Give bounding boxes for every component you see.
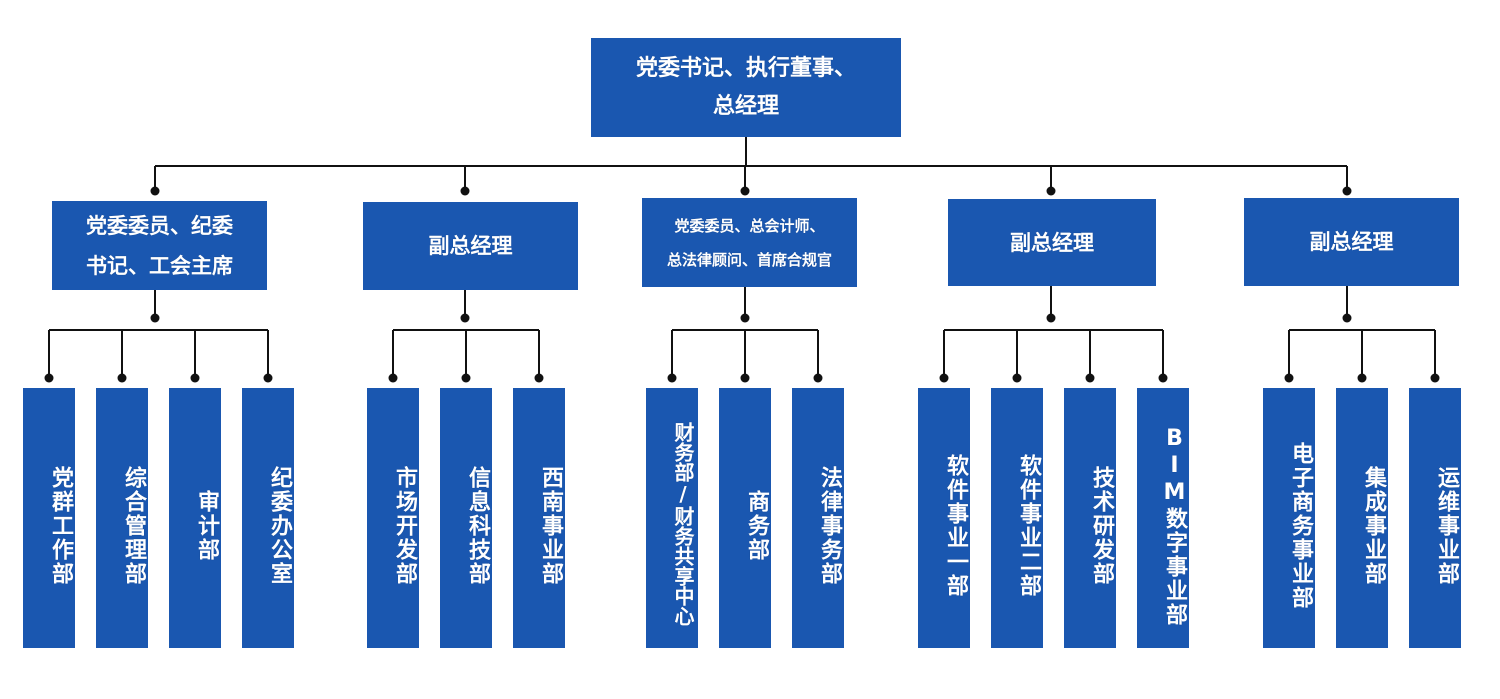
- group-5-stem-dot: [1342, 313, 1352, 323]
- group-3-connector-dot: [740, 186, 750, 196]
- group-3-stem-dot: [740, 313, 750, 323]
- dept-software-business-1: 软件事业一部: [918, 388, 970, 648]
- group-4-head: 副总经理: [948, 199, 1156, 286]
- group-5-dept-3-dot: [1430, 373, 1440, 383]
- group-4-dept-1-dot: [939, 373, 949, 383]
- group-2-dept-2-dot: [461, 373, 471, 383]
- group-5-connector-dot: [1342, 186, 1352, 196]
- group-5-head: 副总经理: [1244, 198, 1459, 286]
- group-2-head: 副总经理: [363, 202, 578, 290]
- dept-operations: 运维事业部: [1409, 388, 1461, 648]
- dept-information-technology: 信息科技部: [440, 388, 492, 648]
- group-5-dept-1-dot: [1284, 373, 1294, 383]
- group-4-dept-2-dot: [1012, 373, 1022, 383]
- dept-legal-affairs: 法律事务部: [792, 388, 844, 648]
- group-4-stem-dot: [1046, 313, 1056, 323]
- group-4-dept-3-dot: [1085, 373, 1095, 383]
- group-1-stem-dot: [150, 313, 160, 323]
- dept-bim-digital: BIM数字事业部: [1137, 388, 1189, 648]
- group-3-head: 党委委员、总会计师、 总法律顾问、首席合规官: [642, 198, 857, 287]
- group-3-dept-2-dot: [740, 373, 750, 383]
- group-5-dept-2-dot: [1357, 373, 1367, 383]
- top-leader-box: 党委书记、执行董事、 总经理: [591, 38, 901, 137]
- group-3-dept-3-dot: [813, 373, 823, 383]
- group-2-stem-dot: [460, 313, 470, 323]
- dept-integration: 集成事业部: [1336, 388, 1388, 648]
- dept-southwest-business: 西南事业部: [513, 388, 565, 648]
- dept-general-management: 综合管理部: [96, 388, 148, 648]
- group-1-head: 党委委员、纪委 书记、工会主席: [52, 201, 267, 290]
- group-2-dept-1-dot: [388, 373, 398, 383]
- dept-party-affairs: 党群工作部: [23, 388, 75, 648]
- group-4-connector-dot: [1046, 186, 1056, 196]
- group-1-dept-1-dot: [44, 373, 54, 383]
- group-3-dept-1-dot: [667, 373, 677, 383]
- group-1-dept-2-dot: [117, 373, 127, 383]
- dept-commerce: 商务部: [719, 388, 771, 648]
- group-2-dept-3-dot: [534, 373, 544, 383]
- dept-e-commerce: 电子商务事业部: [1263, 388, 1315, 648]
- group-1-dept-4-dot: [263, 373, 273, 383]
- dept-technology-rd: 技术研发部: [1064, 388, 1116, 648]
- group-2-connector-dot: [460, 186, 470, 196]
- dept-audit: 审计部: [169, 388, 221, 648]
- dept-discipline-office: 纪委办公室: [242, 388, 294, 648]
- dept-software-business-2: 软件事业二部: [991, 388, 1043, 648]
- group-4-dept-4-dot: [1158, 373, 1168, 383]
- group-1-dept-3-dot: [190, 373, 200, 383]
- dept-market-development: 市场开发部: [367, 388, 419, 648]
- group-1-connector-dot: [150, 186, 160, 196]
- dept-finance-shared-center: 财务部/财务共享中心: [646, 388, 698, 648]
